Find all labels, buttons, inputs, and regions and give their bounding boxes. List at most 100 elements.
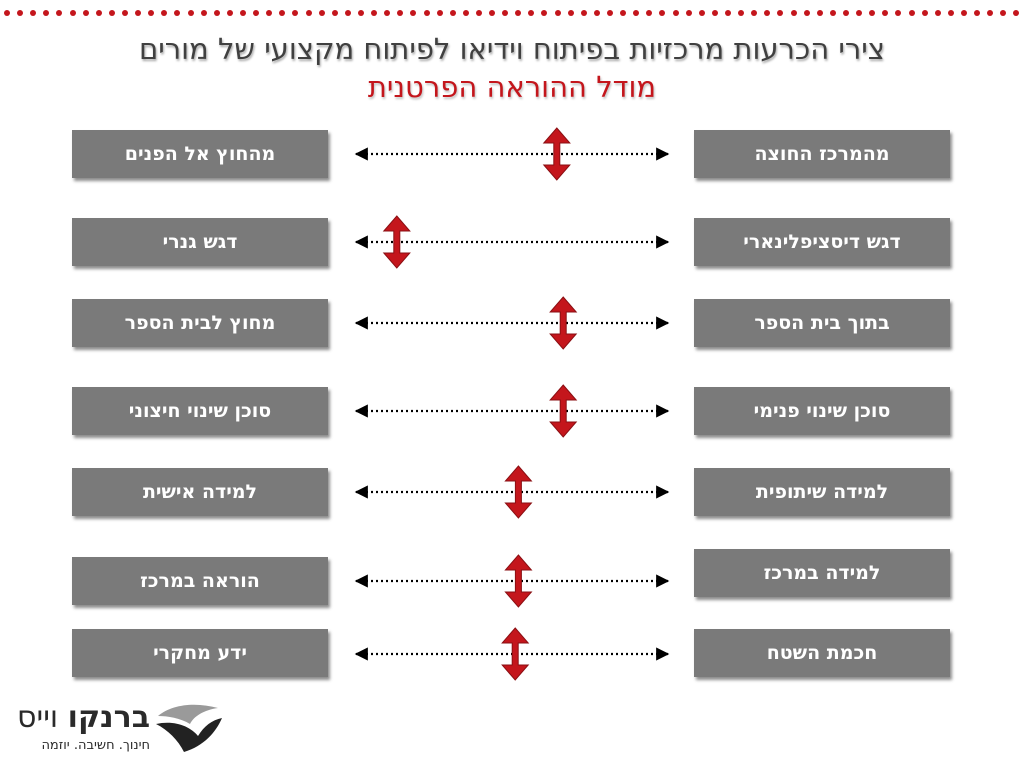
border-dot xyxy=(711,10,718,16)
border-dot xyxy=(856,10,863,16)
axis-right-label: בתוך בית הספר xyxy=(694,299,950,347)
border-dot xyxy=(633,10,640,16)
border-dot xyxy=(803,10,810,16)
border-dot xyxy=(698,10,705,16)
axis-right-label: מהמרכז החוצה xyxy=(694,130,950,178)
border-dot xyxy=(764,10,771,16)
position-marker-arrow xyxy=(501,627,530,681)
border-dot xyxy=(239,10,246,16)
position-marker-arrow xyxy=(504,554,533,608)
border-dot xyxy=(266,10,273,16)
border-dot xyxy=(305,10,312,16)
border-dot xyxy=(423,10,430,16)
border-dot xyxy=(777,10,784,16)
border-dot xyxy=(843,10,849,16)
border-dot xyxy=(607,10,614,16)
border-dot xyxy=(895,10,902,16)
brand-logo: ברנקו וייס חינוך. חשיבה. יוזמה xyxy=(14,700,224,760)
border-dot xyxy=(253,10,260,16)
border-dot xyxy=(384,10,391,16)
border-dot xyxy=(213,10,220,16)
border-dot xyxy=(947,10,954,16)
border-dot xyxy=(397,10,404,16)
border-dot xyxy=(69,10,76,16)
title-main: צירי הכרעות מרכזיות בפיתוח וידיאו לפיתוח… xyxy=(139,32,885,66)
border-dot xyxy=(528,10,535,16)
border-dot xyxy=(882,10,889,16)
border-dot xyxy=(30,10,37,16)
axis-left-label: דגש גנרי xyxy=(72,218,328,266)
axis-left-label: למידה אישית xyxy=(72,468,328,516)
logo-tagline: חינוך. חשיבה. יוזמה xyxy=(41,738,150,753)
border-dot xyxy=(672,10,679,16)
border-dot xyxy=(934,10,941,16)
border-dot xyxy=(725,10,732,16)
border-dot xyxy=(135,10,142,16)
axis-right-label: חכמת השטח xyxy=(694,629,950,677)
logo-brand-bold: ברנקו xyxy=(67,700,150,735)
logo-brand-light: וייס xyxy=(17,700,68,735)
border-dot xyxy=(829,10,836,16)
border-dot xyxy=(4,10,10,16)
border-dot xyxy=(816,10,823,16)
border-dot xyxy=(357,10,364,16)
border-dot xyxy=(685,10,692,16)
border-dot xyxy=(908,10,915,16)
border-dot xyxy=(82,10,89,16)
wing-logo-icon xyxy=(156,704,222,752)
border-dot xyxy=(751,10,758,16)
border-dot xyxy=(174,10,181,16)
border-dot xyxy=(869,10,876,16)
border-dot xyxy=(489,10,496,16)
border-dot xyxy=(1013,10,1020,16)
border-dot xyxy=(790,10,797,16)
border-dot xyxy=(187,10,194,16)
title-subtitle: מודל ההוראה הפרטנית xyxy=(367,70,657,104)
border-dot xyxy=(371,10,378,16)
border-dot xyxy=(541,10,548,16)
position-marker-arrow xyxy=(549,296,578,350)
border-dot xyxy=(646,10,653,16)
border-dot xyxy=(475,10,482,16)
border-dot xyxy=(43,10,50,16)
border-dot xyxy=(17,10,24,16)
logo-text: ברנקו וייס xyxy=(17,700,150,735)
axis-left-label: מהחוץ אל הפנים xyxy=(72,130,328,178)
axis-left-label: ידע מחקרי xyxy=(72,629,328,677)
border-dot xyxy=(279,10,286,16)
border-dot xyxy=(987,10,994,16)
border-dot xyxy=(318,10,325,16)
border-dot xyxy=(960,10,967,16)
axis-right-label: סוכן שינוי פנימי xyxy=(694,387,950,435)
border-dot xyxy=(515,10,522,16)
border-dot xyxy=(95,10,102,16)
border-dot xyxy=(108,10,115,16)
border-dot xyxy=(593,10,600,16)
border-dot xyxy=(738,10,745,16)
axis-right-label: למידה במרכז xyxy=(694,549,950,597)
border-dot xyxy=(1000,10,1007,16)
border-dot xyxy=(462,10,469,16)
border-dot xyxy=(567,10,574,16)
border-dot xyxy=(620,10,627,16)
border-dot xyxy=(161,10,168,16)
border-dot xyxy=(292,10,299,16)
position-marker-arrow xyxy=(549,384,578,438)
axis-left-label: סוכן שינוי חיצוני xyxy=(72,387,328,435)
border-dot xyxy=(200,10,207,16)
border-dot xyxy=(344,10,351,16)
border-dot xyxy=(974,10,981,16)
axis-right-label: דגש דיסציפלינארי xyxy=(694,218,950,266)
border-dot xyxy=(921,10,928,16)
position-marker-arrow xyxy=(504,465,533,519)
border-dot xyxy=(436,10,443,16)
top-dotted-border xyxy=(0,10,1024,20)
border-dot xyxy=(226,10,233,16)
border-dot xyxy=(410,10,417,16)
slide-title: צירי הכרעות מרכזיות בפיתוח וידיאו לפיתוח… xyxy=(0,30,1024,106)
border-dot xyxy=(554,10,561,16)
position-marker-arrow xyxy=(382,215,411,269)
border-dot xyxy=(659,10,666,16)
border-dot xyxy=(449,10,456,16)
